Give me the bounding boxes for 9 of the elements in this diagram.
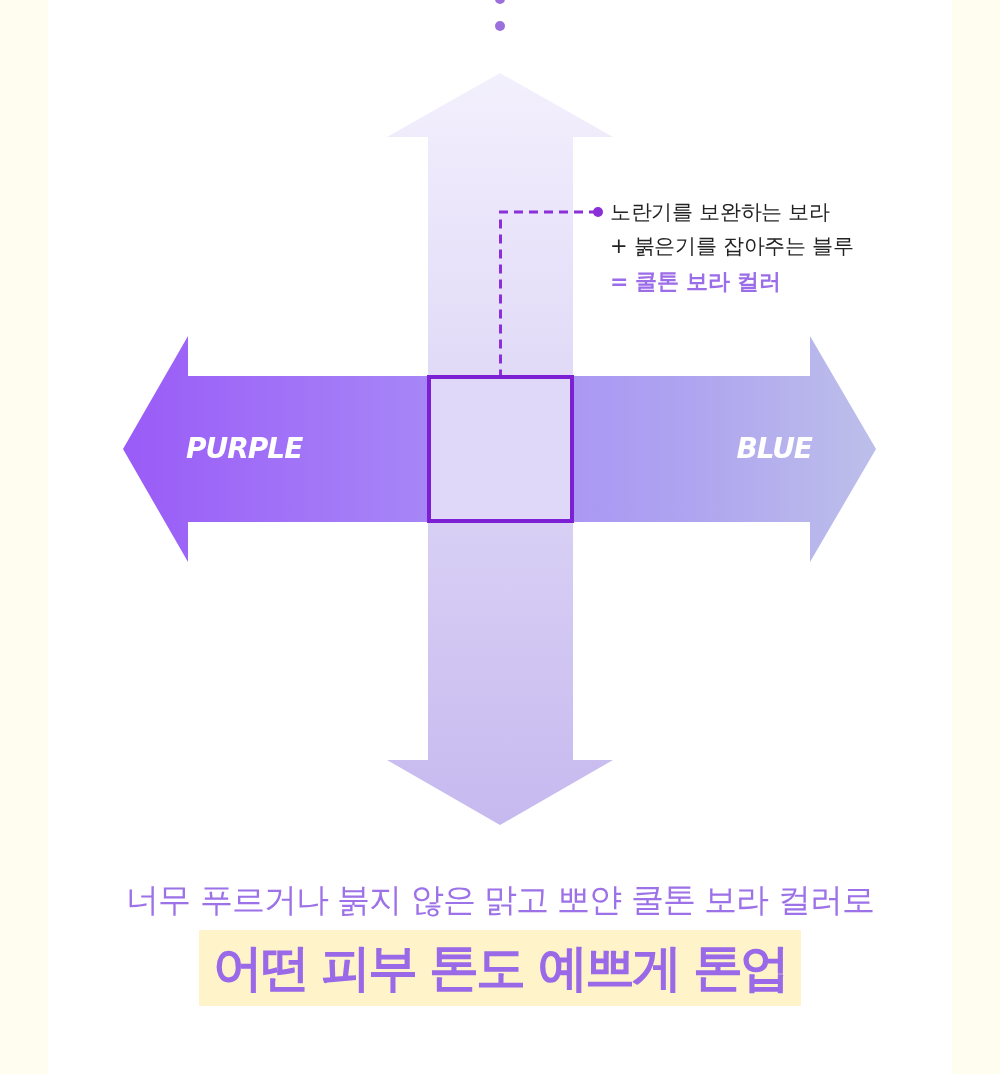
axis-label: PURPLE <box>186 431 303 467</box>
leader-line <box>499 207 603 375</box>
axis-label: BLUE <box>736 431 812 467</box>
annotation-line: + 붉은기를 잡아주는 블루 <box>610 233 855 260</box>
center-square <box>427 375 574 523</box>
highlighted-headline: 어떤 피부 톤도 예쁘게 톤업 <box>198 930 802 1006</box>
annotation-result: = 쿨톤 보라 컬러 <box>610 268 782 296</box>
subheading: 너무 푸르거나 붉지 않은 맑고 뽀얀 쿨톤 보라 컬러로 <box>126 879 874 921</box>
annotation-line: 노란기를 보완하는 보라 <box>610 199 831 226</box>
